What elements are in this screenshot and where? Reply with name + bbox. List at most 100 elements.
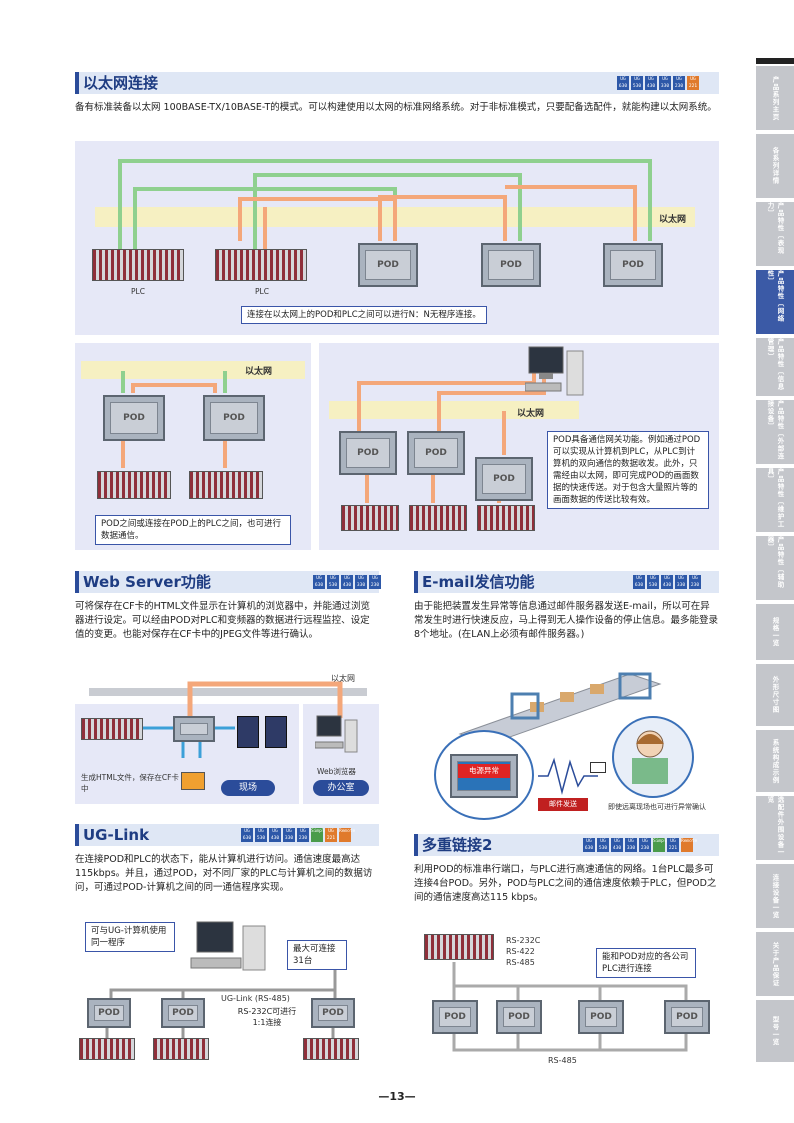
pod-unit: POD: [407, 431, 465, 475]
sidebar-item-dimensions[interactable]: 外形尺寸图: [756, 664, 794, 728]
multilink-description: 利用POD的标准串行端口，与PLC进行高速通信的网络。1台PLC最多可连接4台P…: [414, 864, 717, 903]
computer-icon: [525, 346, 584, 396]
ethernet-band: [81, 361, 305, 379]
multilink-badges: UG 630 UG 530 UG 430 UG 330 UG 230 Simpl…: [583, 838, 697, 852]
plc-unit: [424, 934, 494, 960]
badge: UG 330: [675, 575, 687, 589]
badge: UG 630: [241, 828, 253, 842]
email-diagram: 电源异常 邮件发送 即使远离现场也可进行异常确认: [420, 664, 720, 824]
sidebar-item-options[interactable]: 选配件外围设备一览: [756, 796, 794, 862]
ethernet-band-label: 以太网: [659, 215, 687, 225]
orange-arrow: [238, 197, 397, 241]
pod-unit: POD: [358, 243, 418, 287]
webserver-badges: UG 630 UG 530 UG 430 UG 330 UG 230: [313, 575, 381, 589]
sidebar-item-info-management[interactable]: 产品特性〔信息管理〕: [756, 338, 794, 398]
multilink-diagram: RS-232C RS-422 RS-485 能和POD对应的各公司PLC进行连接…: [414, 924, 719, 1074]
ethernet-panel-pod-plc: 以太网 POD POD POD之间或连接在POD上的PLC之间，也可进行数据通信…: [75, 343, 311, 550]
plc-link: [452, 962, 688, 1000]
note-nn-connection: 连接在以太网上的POD和PLC之间可以进行N：N无程序连接。: [241, 306, 487, 324]
alarm-text: 电源异常: [458, 764, 510, 778]
badge: Remote: [681, 838, 697, 852]
rs232-note: RS-232C可进行1:1连接: [237, 1007, 297, 1027]
badge: Remote: [339, 828, 355, 842]
sidebar-item-network[interactable]: 产品特性〔网络性〕: [756, 270, 794, 336]
mail-send-label: 邮件发送: [538, 798, 588, 811]
sidebar-item-spec-list[interactable]: 规格一览: [756, 604, 794, 662]
mail-icon: [590, 762, 606, 773]
badge: UG 430: [611, 838, 623, 852]
sidebar-item-assist[interactable]: 产品特性〔辅助器〕: [756, 536, 794, 602]
note-max-connection: 最大可连接31台: [287, 940, 347, 970]
badge: UG 330: [355, 575, 367, 589]
ethernet-title: 以太网连接: [83, 74, 159, 92]
sidebar-item-expressiveness[interactable]: 产品特性〔表现力〕: [756, 202, 794, 268]
plc-label: PLC: [255, 287, 269, 296]
green-arrow: [253, 173, 522, 249]
note-plc-support: 能和POD对应的各公司PLC进行连接: [596, 948, 696, 978]
ethernet-description: 备有标准装备以太网 100BASE-TX/10BASE-T的模式。可以构建使用以…: [75, 102, 717, 113]
page-number: —13—: [378, 1090, 416, 1103]
pod-unit: POD: [475, 457, 533, 501]
inverter-unit: [237, 716, 259, 748]
uglink-description: 在连接POD和PLC的状态下，能从计算机进行访问。通信速度最高达115kbps。…: [75, 854, 373, 893]
pod-unit: POD: [103, 395, 165, 441]
sidebar-item-series-home[interactable]: 产品系列主页: [756, 66, 794, 132]
sidebar-item-external-devices[interactable]: 产品特性〔外部连接设备〕: [756, 400, 794, 466]
badge: UG 630: [617, 76, 629, 90]
sidebar-item-system-config[interactable]: 系统构成示例: [756, 730, 794, 794]
plc-unit: [215, 249, 307, 281]
multilink-title: 多重链接2: [422, 836, 493, 854]
badge: UG 230: [639, 838, 651, 852]
plc-unit: [92, 249, 184, 281]
badge: UG 630: [583, 838, 595, 852]
section-title-webserver: Web Server功能: [75, 571, 379, 593]
pod-unit: [173, 716, 215, 742]
badge: UG 330: [659, 76, 671, 90]
section-title-ethernet: 以太网连接: [75, 72, 719, 94]
badge: UG 330: [283, 828, 295, 842]
pod-unit: POD: [481, 243, 541, 287]
badge: UG 221: [325, 828, 337, 842]
sidebar-item-connectable[interactable]: 连接设备一览: [756, 864, 794, 930]
orange-arrow: [378, 195, 507, 241]
plc-unit: [477, 505, 535, 531]
plc-unit: [79, 1038, 135, 1060]
badge: UG 230: [689, 575, 701, 589]
webserver-net-label: 以太网: [331, 674, 355, 683]
sidebar-item-maintenance[interactable]: 产品特性〔维护工具〕: [756, 468, 794, 534]
pod-unit: POD: [161, 998, 205, 1028]
signal-wave: [538, 757, 598, 795]
sidebar-top-band: [756, 58, 794, 64]
note-same-program: 可与UG-计算机使用同一程序: [85, 922, 175, 952]
computer-icon: [315, 715, 358, 753]
pod-unit: POD: [311, 998, 355, 1028]
uglink-bus-label: UG-Link (RS-485): [221, 994, 290, 1003]
note-pod-plc: POD之间或连接在POD上的PLC之间，也可进行数据通信。: [95, 515, 291, 545]
sidebar-item-series-detail[interactable]: 各系列详情: [756, 134, 794, 200]
pod-unit: POD: [664, 1000, 710, 1034]
sidebar-item-warranty[interactable]: 关于产品保证: [756, 932, 794, 998]
browser-label: Web浏览器: [317, 767, 356, 776]
uglink-badges: UG 630 UG 530 UG 430 UG 330 UG 230 Simpl…: [241, 828, 355, 842]
pod-unit: POD: [578, 1000, 624, 1034]
pod-unit: POD: [432, 1000, 478, 1034]
computer-icon: [190, 921, 266, 971]
email-badges: UG 630 UG 530 UG 430 UG 330 UG 230: [633, 575, 701, 589]
ethernet-panel-nn: 以太网 PLC PLC POD POD POD 连接在以太网上的POD和PLC之…: [75, 141, 719, 335]
badge: Simple: [311, 828, 327, 842]
webserver-description: 可将保存在CF卡的HTML文件显示在计算机的浏览器中，并能通过浏览器进行设定。可…: [75, 601, 371, 640]
cf-card-icon: [181, 772, 205, 790]
cf-card-note: 生成HTML文件，保存在CF卡中: [81, 773, 179, 793]
webserver-diagram: 以太网 Web浏览器 生成HTML文件，保存在CF卡中 现场 办公室: [75, 668, 379, 804]
ethernet-arrows: [95, 159, 695, 249]
green-arrow: [118, 159, 652, 249]
port-label: RS-485: [506, 958, 535, 967]
badge: UG 330: [625, 838, 637, 852]
plc-label: PLC: [131, 287, 145, 296]
badge: UG 221: [667, 838, 679, 852]
badge: UG 530: [631, 76, 643, 90]
sidebar-item-model-list[interactable]: 型号一览: [756, 1000, 794, 1064]
plc-unit: [409, 505, 467, 531]
pod-unit: POD: [496, 1000, 542, 1034]
badge: UG 230: [673, 76, 685, 90]
